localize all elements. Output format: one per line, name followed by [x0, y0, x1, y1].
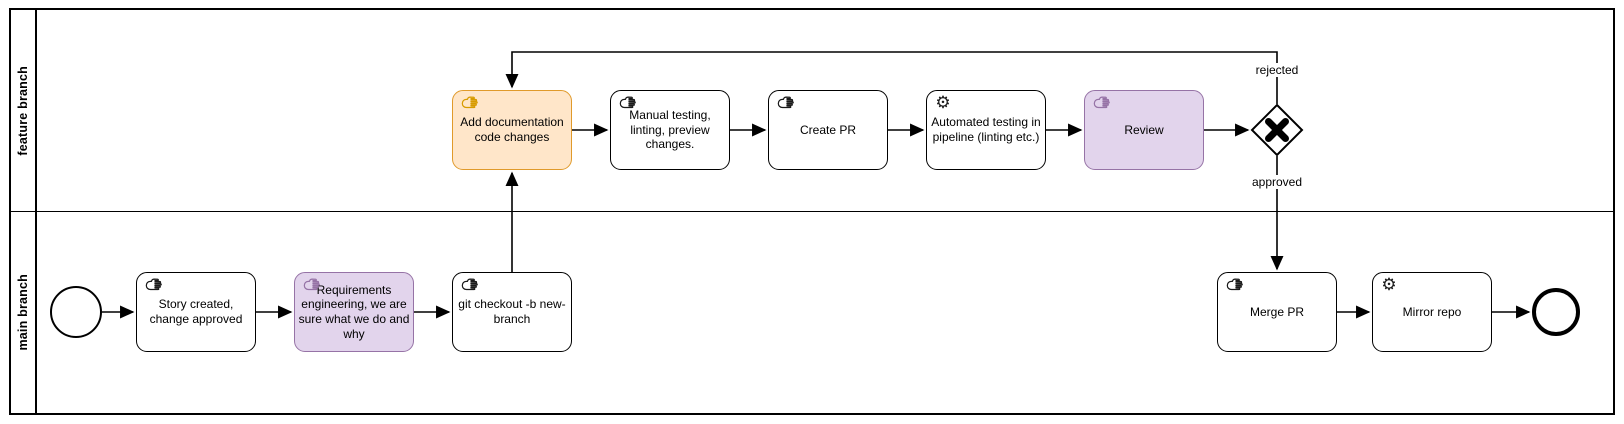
task-story-created[interactable]: Story created, change approved: [136, 272, 256, 352]
task-create-pr[interactable]: Create PR: [768, 90, 888, 170]
task-automated-testing[interactable]: ⚙ Automated testing in pipeline (linting…: [926, 90, 1046, 170]
gear-icon: ⚙: [935, 93, 951, 113]
task-label: Review: [1124, 122, 1164, 137]
task-label: git checkout -b new-branch: [458, 297, 566, 326]
lane-main-branch: main branch: [11, 211, 1613, 413]
task-git-checkout[interactable]: git checkout -b new-branch: [452, 272, 572, 352]
task-mirror-repo[interactable]: ⚙ Mirror repo: [1372, 272, 1492, 352]
hand-icon: [459, 277, 479, 293]
task-review[interactable]: Review: [1084, 90, 1204, 170]
task-add-documentation[interactable]: Add documentation code changes: [452, 90, 572, 170]
lane-label: feature branch: [16, 65, 30, 156]
flow-label-approved: approved: [1248, 175, 1306, 189]
task-label: Add documentation code changes: [460, 115, 564, 144]
hand-icon: [617, 95, 637, 111]
task-merge-pr[interactable]: Merge PR: [1217, 272, 1337, 352]
end-event[interactable]: [1532, 288, 1580, 336]
task-label: Manual testing, linting, preview changes…: [629, 108, 711, 152]
hand-icon: [775, 95, 795, 111]
gear-icon: ⚙: [1381, 275, 1397, 295]
task-label: Automated testing in pipeline (linting e…: [931, 115, 1041, 144]
hand-icon: [143, 277, 163, 293]
task-label: Mirror repo: [1402, 304, 1462, 319]
gateway-x-mark: [1265, 118, 1289, 142]
start-event[interactable]: [50, 286, 102, 338]
task-label: Requirements engineering, we are sure wh…: [298, 282, 410, 341]
task-label: Merge PR: [1249, 304, 1305, 319]
task-requirements-engineering[interactable]: Requirements engineering, we are sure wh…: [294, 272, 414, 352]
hand-icon: [1091, 95, 1111, 111]
pool: feature branch main branch: [9, 8, 1615, 415]
lane-header-main-branch[interactable]: main branch: [11, 212, 37, 413]
lane-header-feature-branch[interactable]: feature branch: [11, 10, 37, 211]
task-label: Create PR: [799, 122, 857, 137]
hand-icon: [301, 277, 321, 293]
task-label: Story created, change approved: [149, 297, 243, 326]
exclusive-gateway[interactable]: [1250, 103, 1304, 157]
task-manual-testing[interactable]: Manual testing, linting, preview changes…: [610, 90, 730, 170]
lane-label: main branch: [16, 274, 30, 351]
lane-feature-branch: feature branch: [11, 10, 1613, 211]
flow-label-rejected: rejected: [1252, 63, 1302, 77]
hand-icon: [459, 95, 479, 111]
hand-icon: [1224, 277, 1244, 293]
